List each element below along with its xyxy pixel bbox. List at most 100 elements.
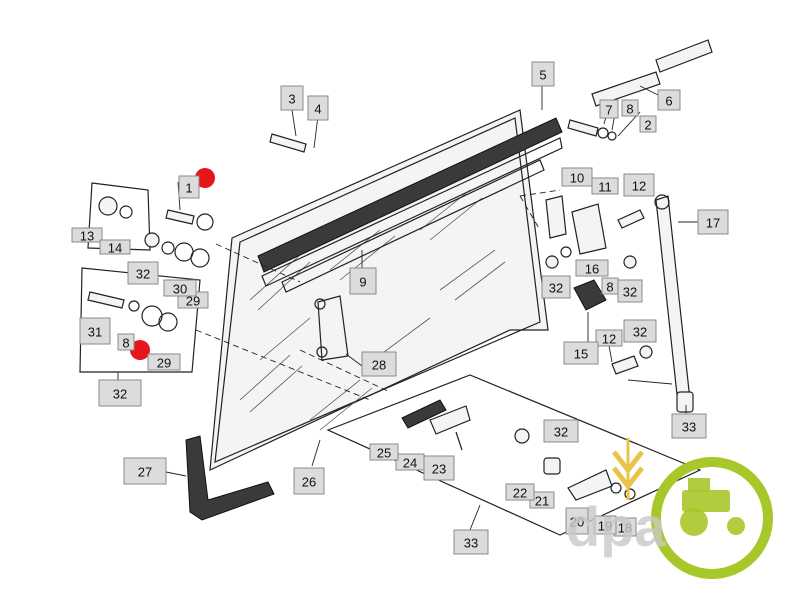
callout-label: 17 <box>706 216 720 231</box>
glass-reflection-marks <box>239 189 506 431</box>
corner-seal <box>185 435 275 521</box>
callout-box <box>361 351 397 377</box>
callout-label: 29 <box>186 294 200 309</box>
callout-label: 7 <box>605 103 612 118</box>
callout-label: 2 <box>644 118 651 133</box>
wheat-icon <box>612 438 644 500</box>
callout-31: 31 <box>79 317 111 345</box>
callout-27: 27 <box>123 457 167 485</box>
callout-33: 33 <box>671 413 707 439</box>
callout-box <box>531 61 555 87</box>
callout-4: 4 <box>307 95 329 121</box>
callout-label: 32 <box>554 425 568 440</box>
callout-label: 3 <box>288 92 295 107</box>
callout-label: 25 <box>377 446 391 461</box>
callout-21: 21 <box>529 491 555 509</box>
callout-box <box>563 341 599 365</box>
callout-label: 5 <box>539 68 546 83</box>
callout-box <box>123 457 167 485</box>
hardware <box>87 119 653 501</box>
callout-30: 30 <box>163 279 197 297</box>
callout-box <box>349 267 377 295</box>
callout-box <box>99 239 131 255</box>
gas-strut <box>654 194 694 413</box>
callout-label: 27 <box>138 465 152 480</box>
callout-32: 32 <box>98 379 142 407</box>
callout-32: 32 <box>127 261 159 285</box>
callout-label: 4 <box>314 102 321 117</box>
callout-box <box>79 317 111 345</box>
dpa-watermark-logo: dpa <box>566 438 773 579</box>
callout-1: 1 <box>178 175 200 199</box>
callout-20: 20 <box>565 507 589 535</box>
callout-box <box>505 483 535 501</box>
callout-label: 10 <box>570 171 584 186</box>
callout-box <box>671 413 707 439</box>
callout-8: 8 <box>601 277 619 295</box>
callout-label: 16 <box>585 262 599 277</box>
leader-lines <box>117 85 700 531</box>
callout-box <box>98 379 142 407</box>
callout-box <box>117 333 135 351</box>
callout-13: 13 <box>71 227 103 244</box>
callout-5: 5 <box>531 61 555 87</box>
callout-label: 14 <box>108 241 122 256</box>
top-seal-rail <box>257 117 563 293</box>
callout-33: 33 <box>453 529 489 555</box>
callout-label: 9 <box>359 275 366 290</box>
callout-26: 26 <box>293 467 325 495</box>
callout-box <box>293 467 325 495</box>
callout-label: 32 <box>633 325 647 340</box>
callout-24: 24 <box>395 453 425 471</box>
callout-label: 8 <box>626 102 633 117</box>
callout-3: 3 <box>280 85 304 111</box>
callout-label: 15 <box>574 347 588 362</box>
callout-box <box>595 329 623 347</box>
callout-box <box>163 279 197 297</box>
callout-label: 21 <box>535 494 549 509</box>
callout-23: 23 <box>423 455 455 481</box>
callout-box <box>307 95 329 121</box>
callout-8: 8 <box>117 333 135 351</box>
callout-14: 14 <box>99 239 131 256</box>
callout-32: 32 <box>617 279 643 303</box>
callout-box <box>565 507 589 535</box>
callout-label: 31 <box>88 325 102 340</box>
callout-label: 33 <box>464 536 478 551</box>
callout-label: 29 <box>157 356 171 371</box>
callout-12: 12 <box>595 329 623 347</box>
callout-label: 32 <box>136 267 150 282</box>
callout-32: 32 <box>541 275 571 299</box>
highlight-markers <box>130 168 215 360</box>
callout-label: 12 <box>632 179 646 194</box>
callout-label: 32 <box>623 285 637 300</box>
callout-29: 29 <box>147 353 181 371</box>
tractor-icon <box>680 478 745 536</box>
callout-11: 11 <box>591 177 619 195</box>
callout-18: 18 <box>613 517 637 537</box>
callout-17: 17 <box>697 209 729 235</box>
callout-box <box>423 455 455 481</box>
callout-box <box>147 353 181 371</box>
callout-label: 32 <box>549 281 563 296</box>
callout-box <box>395 453 425 471</box>
callout-label: 18 <box>618 521 632 536</box>
callout-2: 2 <box>639 115 657 133</box>
highlight-dot <box>130 340 150 360</box>
callout-box <box>623 173 655 197</box>
highlight-dot <box>195 168 215 188</box>
callout-label: 13 <box>80 229 94 244</box>
callout-label: 1 <box>185 181 192 196</box>
callout-label: 11 <box>598 180 612 195</box>
callout-box <box>369 443 399 461</box>
callout-label: 28 <box>372 358 386 373</box>
callout-15: 15 <box>563 341 599 365</box>
callout-label: 30 <box>173 282 187 297</box>
callout-box <box>71 227 103 243</box>
callout-box <box>599 99 619 119</box>
callout-22: 22 <box>505 483 535 501</box>
callout-label: 8 <box>606 280 613 295</box>
callout-19: 19 <box>593 515 617 535</box>
